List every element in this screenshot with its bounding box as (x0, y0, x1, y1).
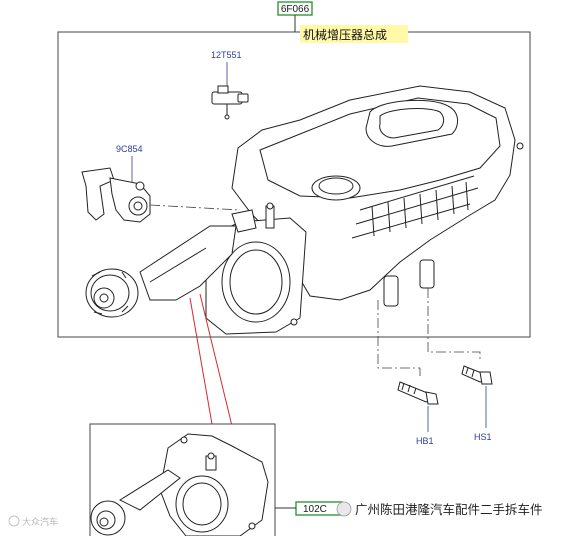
assembly-title-text: 机械增压器总成 (303, 27, 387, 42)
map-sensor (211, 85, 249, 120)
assembly-title: 机械增压器总成 (300, 25, 408, 43)
part-label-hb1: HB1 (416, 436, 434, 446)
main-frame (57, 31, 531, 338)
part-label-12t551: 12T551 (211, 50, 242, 60)
inlet-flange (205, 202, 307, 335)
footer-text: 广州陈田港隆汽车配件二手拆车件 (355, 502, 543, 517)
detail-leader-right (199, 293, 233, 427)
detail-leader-left (189, 297, 213, 425)
part-label-9c854: 9C854 (116, 144, 143, 154)
sensor-bracket (81, 167, 151, 223)
assembly-code: 6F066 (281, 4, 310, 15)
detail-code-box: 102C (295, 501, 343, 516)
footer-caption: 广州陈田港隆汽车配件二手拆车件 (336, 501, 543, 517)
assembly-code-box: 6F066 (277, 1, 313, 16)
supercharger-body (231, 85, 524, 307)
bolt-hb1 (397, 381, 439, 405)
detail-code: 102C (303, 504, 327, 515)
watermark-text: 大众汽车 (22, 516, 58, 528)
detail-drive-arm (90, 433, 269, 536)
watermark: 大众汽车 (8, 515, 58, 528)
drive-pulley-assembly (85, 225, 237, 318)
part-label-hs1: HS1 (474, 432, 492, 442)
bolt-hs1 (461, 365, 493, 385)
